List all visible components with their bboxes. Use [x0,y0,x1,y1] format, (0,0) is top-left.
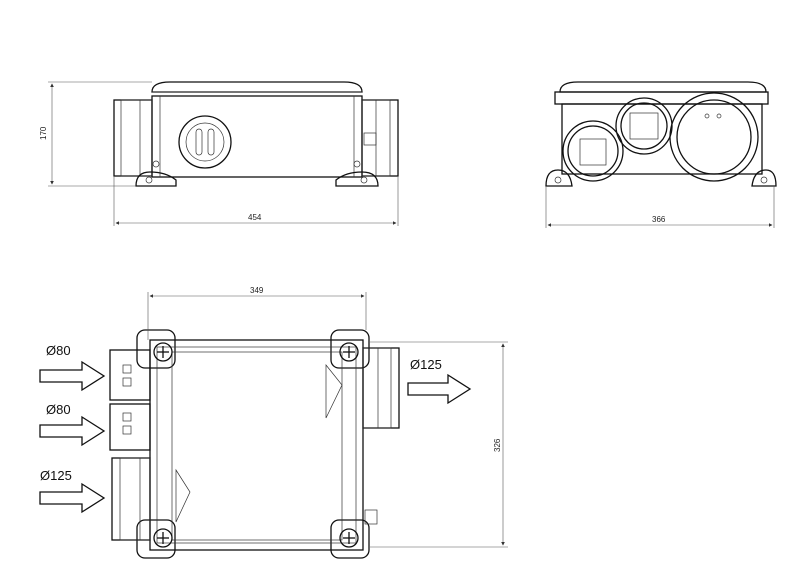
flow-arrow-icon [407,373,472,405]
port-outlet: Ø125 [407,357,472,405]
dimension-height-side: 170 [39,81,152,187]
flow-arrow-icon [175,468,191,523]
front-view [545,81,777,187]
port-label: Ø80 [46,343,71,358]
top-view [109,329,400,559]
screw-icon [339,342,359,362]
flow-arrow-icon [325,364,343,419]
side-view [113,81,399,187]
flow-arrow-icon [39,360,106,392]
dimension-top-width: 326 [370,341,508,548]
screw-icon [153,342,173,362]
dimension-length-side: 454 [113,176,399,226]
dimension-label-366: 366 [652,215,666,224]
screw-icon [339,528,359,548]
port-label: Ø125 [410,357,442,372]
screw-icon [153,528,173,548]
port-inlet-1: Ø80 [39,343,106,392]
port-label: Ø125 [40,468,72,483]
flow-arrow-icon [39,415,106,447]
port-label: Ø80 [46,402,71,417]
dimension-top-length: 349 [147,286,367,340]
port-inlet-3: Ø125 [39,468,106,514]
dimension-label-170: 170 [39,126,48,140]
dimension-label-326: 326 [493,438,502,452]
dimension-label-349: 349 [250,286,264,295]
dimension-label-454: 454 [248,213,262,222]
port-inlet-2: Ø80 [39,402,106,447]
dimension-width-front: 366 [545,186,775,228]
flow-arrow-icon [39,482,106,514]
